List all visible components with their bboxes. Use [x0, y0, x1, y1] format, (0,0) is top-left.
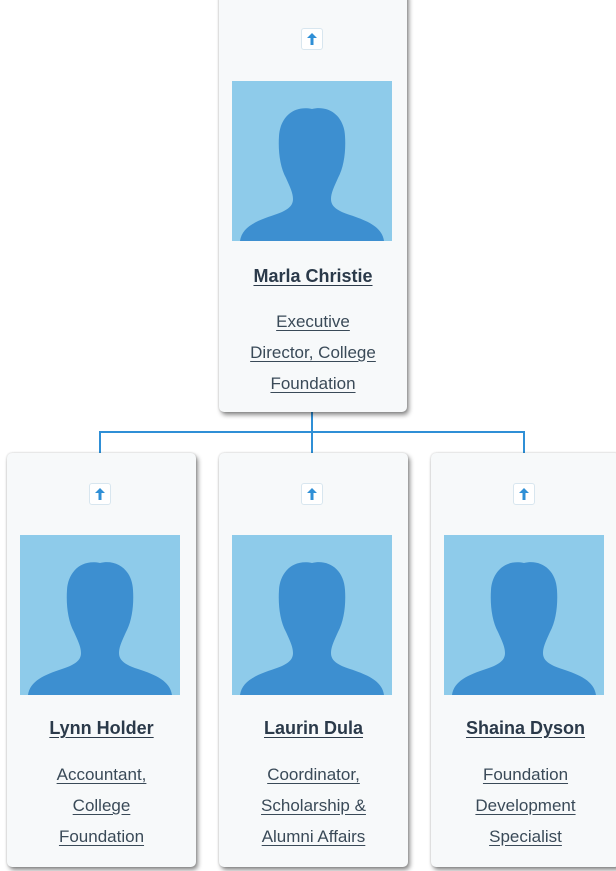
navigate-up-button[interactable]	[301, 483, 323, 505]
title-line-3: Alumni Affairs	[261, 827, 366, 846]
person-title: Executive Director, College Foundation	[228, 306, 398, 399]
arrow-up-icon	[307, 33, 317, 45]
title-line-1: Accountant,	[56, 765, 147, 784]
connector-root-down	[311, 412, 313, 433]
profile-photo[interactable]	[232, 81, 392, 241]
title-line-3: Specialist	[489, 827, 562, 846]
arrow-up-icon	[307, 488, 317, 500]
arrow-up-icon	[95, 488, 105, 500]
title-line-1: Coordinator,	[267, 765, 360, 784]
title-line-3: Foundation	[58, 827, 145, 846]
person-silhouette-icon	[452, 562, 596, 695]
title-line-1: Foundation	[482, 765, 569, 784]
title-line-2: Director, College	[250, 343, 376, 362]
person-silhouette-icon	[240, 108, 384, 241]
title-line-2: College	[72, 796, 131, 815]
person-silhouette-icon	[28, 562, 172, 695]
title-line-3: Foundation	[270, 374, 356, 393]
org-card-child: Shaina Dyson Foundation Development Spec…	[431, 453, 616, 867]
person-title: Coordinator, Scholarship & Alumni Affair…	[229, 759, 399, 852]
navigate-up-button[interactable]	[513, 483, 535, 505]
person-name[interactable]: Laurin Dula	[263, 718, 363, 738]
navigate-up-button[interactable]	[89, 483, 111, 505]
person-title: Foundation Development Specialist	[441, 759, 611, 852]
org-card-child: Laurin Dula Coordinator, Scholarship & A…	[219, 453, 408, 867]
profile-photo[interactable]	[444, 535, 604, 695]
title-line-1: Executive	[276, 312, 350, 331]
connector-child-1	[99, 431, 101, 454]
title-line-2: Scholarship &	[261, 796, 366, 815]
person-silhouette-icon	[240, 562, 384, 695]
title-line-2: Development	[475, 796, 576, 815]
connector-child-3	[523, 431, 525, 454]
profile-photo[interactable]	[20, 535, 180, 695]
arrow-up-icon	[519, 488, 529, 500]
profile-photo[interactable]	[232, 535, 392, 695]
person-title: Accountant, College Foundation	[17, 759, 187, 852]
org-card-child: Lynn Holder Accountant, College Foundati…	[7, 453, 196, 867]
org-card-root: Marla Christie Executive Director, Colle…	[219, 0, 407, 412]
connector-child-2	[311, 431, 313, 454]
person-name[interactable]: Shaina Dyson	[465, 718, 586, 738]
person-name[interactable]: Lynn Holder	[49, 718, 154, 738]
navigate-up-button[interactable]	[301, 28, 323, 50]
person-name[interactable]: Marla Christie	[253, 266, 373, 286]
